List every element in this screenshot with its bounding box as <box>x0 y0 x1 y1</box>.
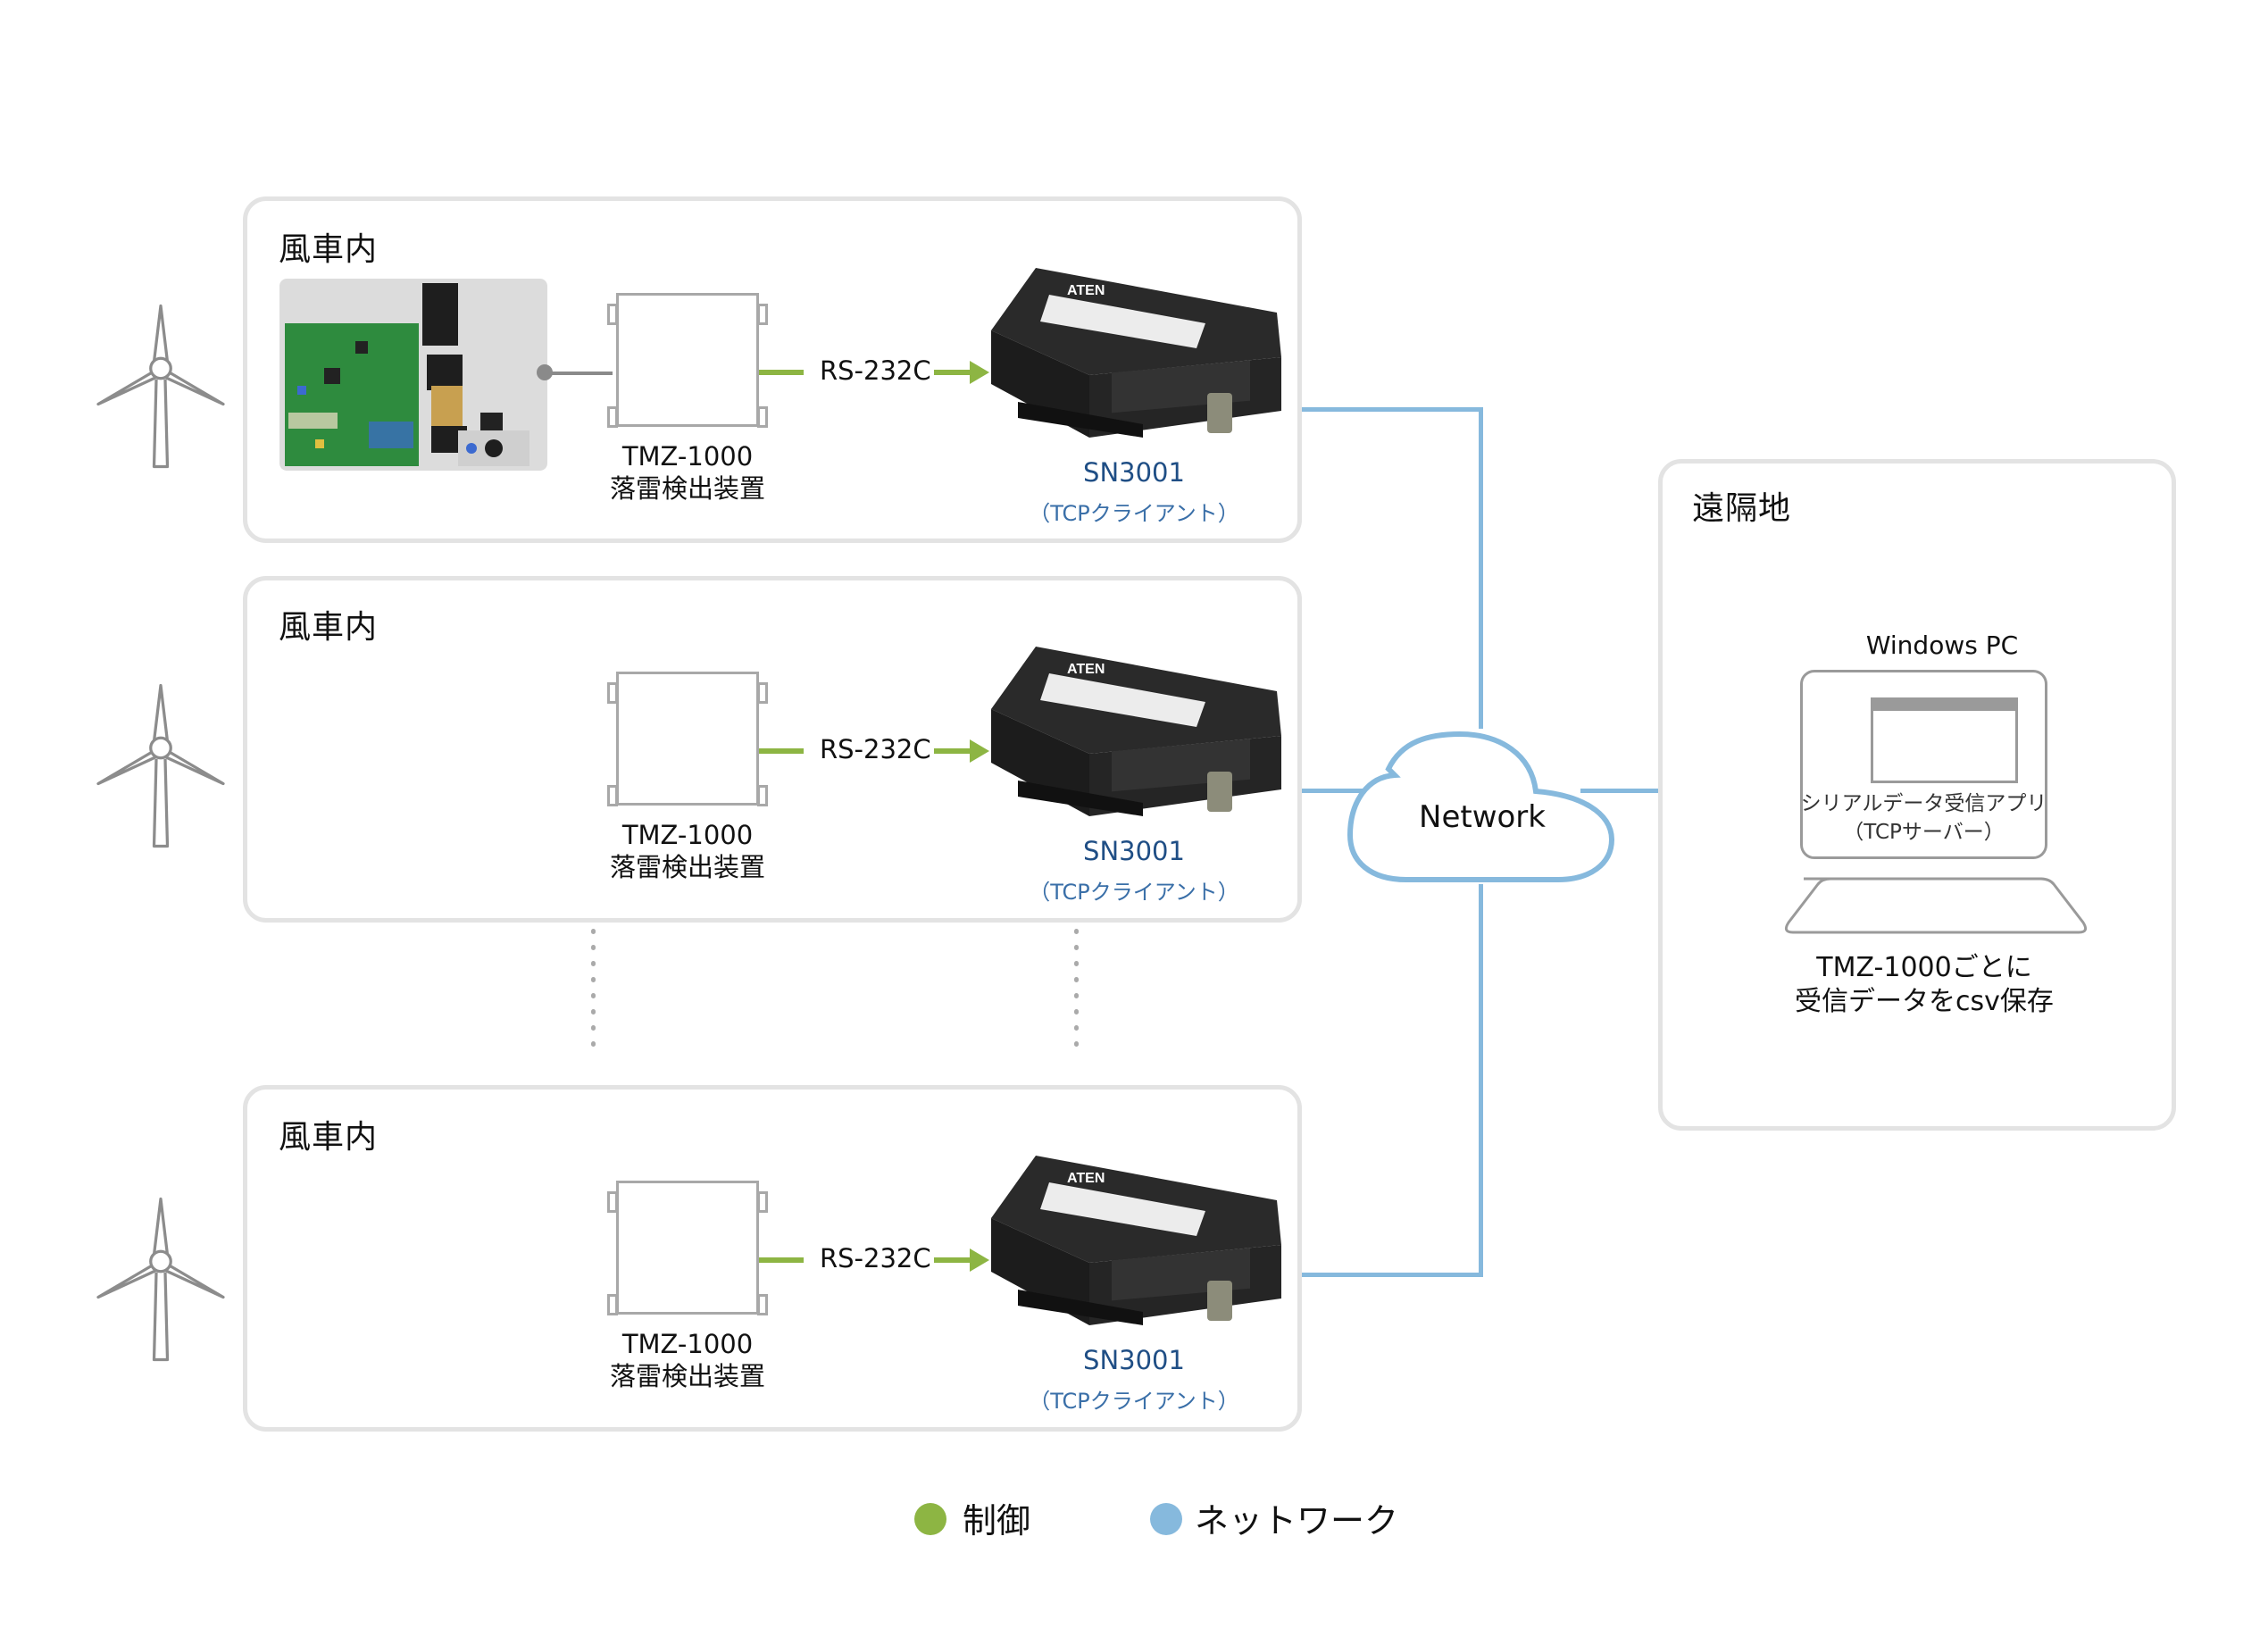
app-window-titlebar <box>1873 700 2015 711</box>
mount-tab <box>757 1294 768 1315</box>
legend-network-label: ネットワーク <box>1195 1501 1399 1541</box>
rs232c-line <box>759 370 804 375</box>
controller-photo <box>279 279 547 471</box>
network-line <box>1246 407 1482 412</box>
tmz-1000-device[interactable] <box>616 672 759 806</box>
panel-title: 風車内 <box>279 1119 379 1156</box>
aten-logo: ATEN <box>1067 1171 1105 1186</box>
tmz-desc-label: 落雷検出装置 <box>609 473 765 504</box>
arrow-right-icon <box>934 1248 989 1272</box>
network-line <box>1479 407 1483 729</box>
tmz-desc-label: 落雷検出装置 <box>609 1361 765 1391</box>
mount-tab <box>607 406 618 428</box>
tmz-model-label: TMZ-1000 <box>621 441 754 472</box>
legend-control-dot <box>914 1503 946 1535</box>
continuation-dots <box>1074 929 1079 1057</box>
mount-tab <box>757 682 768 704</box>
sn3001-device[interactable]: ATEN <box>982 259 1286 451</box>
wind-turbine-icon <box>96 304 225 469</box>
network-cloud-icon <box>1347 731 1615 882</box>
mount-tab <box>607 1191 618 1213</box>
tmz-1000-device[interactable] <box>616 1181 759 1315</box>
mount-tab <box>757 1191 768 1213</box>
aten-logo: ATEN <box>1067 662 1105 677</box>
app-name-label: シリアルデータ受信アプリ <box>1800 792 2047 815</box>
mount-tab <box>757 406 768 428</box>
network-line <box>1246 789 1371 793</box>
sn3001-label: SN3001 <box>1083 1345 1185 1375</box>
rs232c-label: RS-232C <box>820 734 931 764</box>
rs232c-line <box>759 1257 804 1263</box>
legend-control-label: 制御 <box>963 1501 1031 1541</box>
mount-tab <box>607 1294 618 1315</box>
storage-note-line2: 受信データをcsv保存 <box>1795 986 2054 1017</box>
network-label: Network <box>1419 799 1546 835</box>
mount-tab <box>757 785 768 806</box>
sn3001-label: SN3001 <box>1083 457 1185 488</box>
aten-logo: ATEN <box>1067 283 1105 298</box>
connector-line <box>545 372 613 375</box>
mount-tab <box>607 304 618 325</box>
legend-network-dot <box>1150 1503 1182 1535</box>
arrow-right-icon <box>934 361 989 384</box>
sn3001-role-label: （TCPクライアント） <box>1029 1389 1239 1414</box>
app-window[interactable] <box>1871 697 2018 783</box>
arrow-right-icon <box>934 739 989 763</box>
connector-node <box>537 364 553 380</box>
pc-label: Windows PC <box>1865 630 2019 660</box>
sn3001-label: SN3001 <box>1083 836 1185 866</box>
mount-tab <box>757 304 768 325</box>
storage-note-line1: TMZ-1000ごとに <box>1816 952 2032 983</box>
wind-turbine-icon <box>96 683 225 848</box>
tmz-model-label: TMZ-1000 <box>621 820 754 850</box>
sn3001-role-label: （TCPクライアント） <box>1029 501 1239 526</box>
app-role-label: （TCPサーバー） <box>1843 821 2005 844</box>
mount-tab <box>607 785 618 806</box>
continuation-dots <box>591 929 596 1057</box>
network-line <box>1479 884 1483 1277</box>
rs232c-line <box>759 748 804 754</box>
sn3001-role-label: （TCPクライアント） <box>1029 880 1239 905</box>
tmz-model-label: TMZ-1000 <box>621 1329 754 1359</box>
mount-tab <box>607 682 618 704</box>
tmz-desc-label: 落雷検出装置 <box>609 852 765 882</box>
remote-title: 遠隔地 <box>1692 490 1792 527</box>
rs232c-label: RS-232C <box>820 1243 931 1273</box>
panel-title: 風車内 <box>279 609 379 646</box>
panel-title: 風車内 <box>279 231 379 268</box>
sn3001-device[interactable]: ATEN <box>982 1147 1286 1339</box>
network-line <box>1246 1273 1482 1277</box>
rs232c-label: RS-232C <box>820 355 931 386</box>
tmz-1000-device[interactable] <box>616 293 759 427</box>
sn3001-device[interactable]: ATEN <box>982 638 1286 830</box>
wind-turbine-icon <box>96 1197 225 1362</box>
